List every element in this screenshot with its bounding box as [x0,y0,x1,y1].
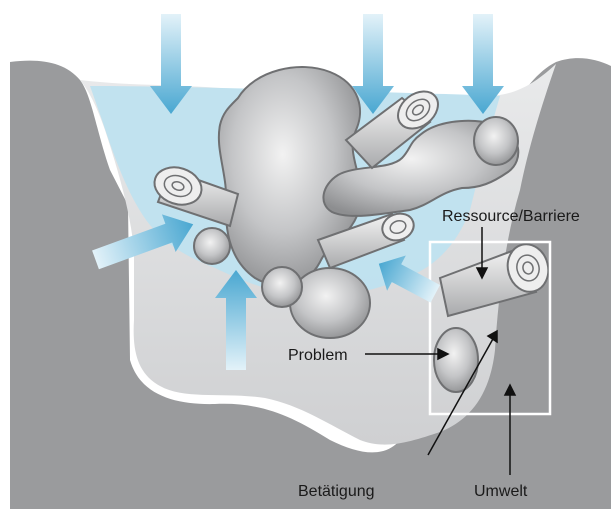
label-problem: Problem [288,347,348,364]
rock-box [434,328,478,392]
label-activity: Betätigung [298,483,375,500]
rock-lower [290,268,370,338]
rock-right-small [474,117,518,165]
label-environment: Umwelt [474,483,528,500]
rock-small-left [194,228,230,264]
rock-lower-small [262,267,302,307]
label-resource-barrier: Ressource/Barriere [442,208,580,225]
